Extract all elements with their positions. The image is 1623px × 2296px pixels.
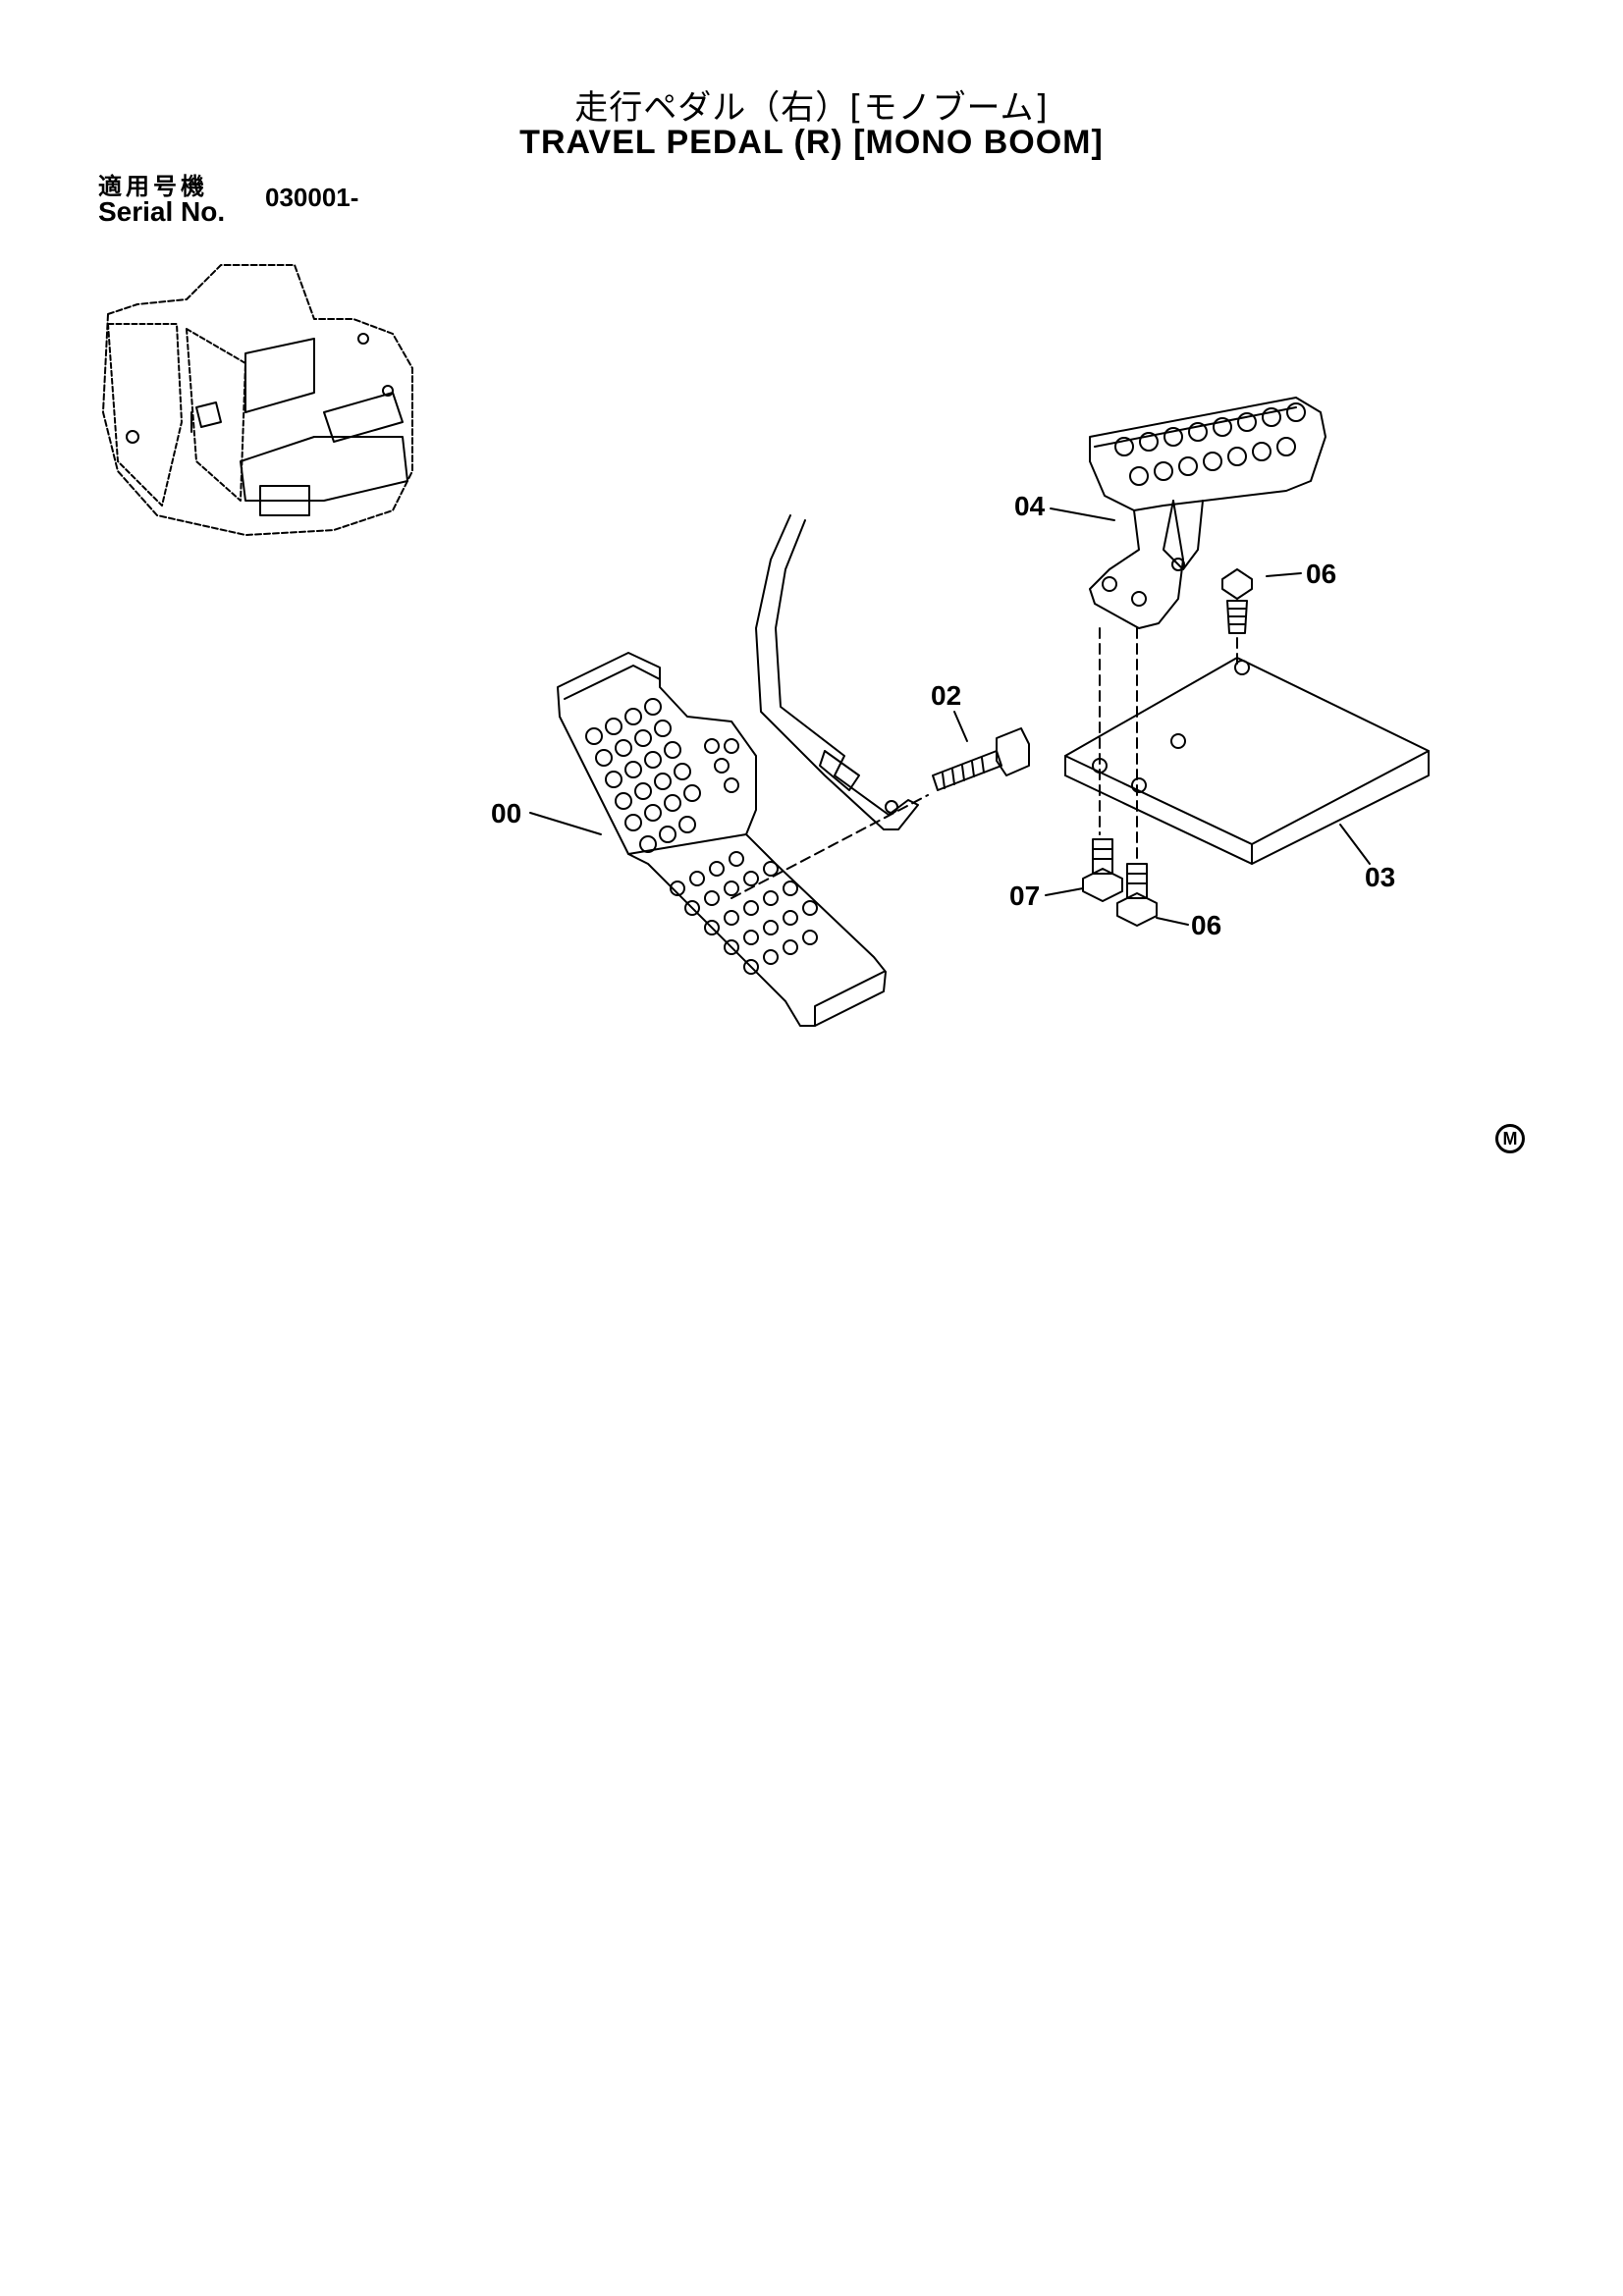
plate-03-illustration xyxy=(1064,657,1430,865)
callout-07: 07 xyxy=(1009,881,1040,911)
callout-04: 04 xyxy=(1014,491,1046,521)
bolt-02-illustration xyxy=(932,727,1030,791)
serial-label-english: Serial No. xyxy=(98,196,226,227)
callout-03: 03 xyxy=(1365,862,1395,892)
lever-arm-illustration xyxy=(755,514,919,830)
callout-06-lower: 06 xyxy=(1191,910,1221,940)
pedal-04-illustration xyxy=(1089,397,1326,629)
bolt-06-lower-illustration xyxy=(1116,863,1158,927)
callout-06-upper: 06 xyxy=(1306,559,1336,589)
machine-locator-illustration xyxy=(102,264,413,536)
pedal-00-illustration xyxy=(557,652,887,1027)
serial-number-value: 030001- xyxy=(265,183,359,212)
callout-02: 02 xyxy=(931,680,961,711)
leader-lines xyxy=(529,507,1371,926)
callout-00: 00 xyxy=(491,798,521,828)
title-english: TRAVEL PEDAL (R) [MONO BOOM] xyxy=(519,124,1104,161)
assembly-lines xyxy=(730,627,1238,899)
bolt-06-upper-illustration xyxy=(1221,568,1253,634)
model-mark-badge: M xyxy=(1495,1124,1525,1153)
bolt-07-illustration xyxy=(1082,838,1123,902)
title-japanese: 走行ペダル（右）[モノブーム] xyxy=(574,88,1049,128)
serial-label-japanese: 適用号機 xyxy=(98,173,208,200)
